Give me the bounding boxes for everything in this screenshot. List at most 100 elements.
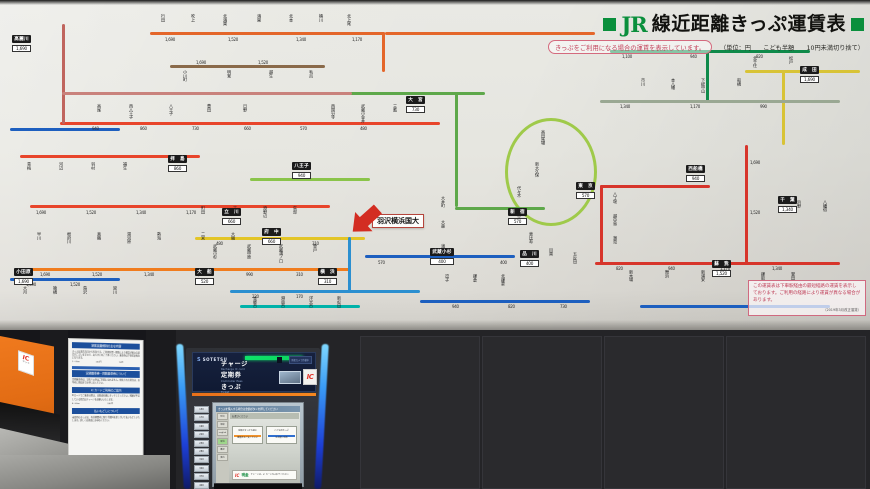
line-narita-south bbox=[782, 70, 786, 145]
fare-key[interactable]: 280 bbox=[194, 447, 209, 455]
caution-line-1: この運賃表は下車駅経由の最短経路の運賃を表示し bbox=[753, 284, 857, 290]
station-label: 洋光台 bbox=[309, 296, 314, 308]
fare-value: 1,170 bbox=[690, 104, 700, 109]
fare-value: 480 bbox=[360, 126, 367, 131]
sidebar-button-guide[interactable]: 案内 bbox=[217, 453, 228, 461]
security-camera-notice: 防犯カメラ作動中 bbox=[288, 356, 312, 364]
major-station-12: 成 田 1,690 bbox=[800, 56, 820, 84]
poster-heading: 定期乗車券・回数乗車券について bbox=[71, 370, 140, 378]
menu-item-ticket[interactable]: きっぷ Ticket bbox=[221, 384, 248, 395]
major-station-name: 東 京 bbox=[576, 182, 596, 190]
station-label: 武蔵小金井 bbox=[361, 104, 366, 123]
station-label: 高田馬場 bbox=[541, 130, 546, 145]
fare-value: 940 bbox=[690, 54, 697, 59]
major-station-name: 西船橋 bbox=[686, 165, 706, 173]
station-label: 武蔵小杉 bbox=[213, 244, 218, 259]
fare-key[interactable]: 370 bbox=[194, 473, 209, 481]
station-label: 北鴻巣 bbox=[223, 14, 228, 26]
sidebar-button-confirm[interactable]: 確認 bbox=[217, 445, 228, 453]
major-station-fare: 1,520 bbox=[712, 269, 732, 278]
button-underline-orange bbox=[234, 434, 261, 437]
fare-value: 940 bbox=[668, 266, 675, 271]
sotetsu-wordmark: SOTETSU bbox=[202, 357, 228, 362]
fare-key[interactable]: 170 bbox=[194, 414, 209, 422]
major-station-name: 武蔵小杉 bbox=[430, 248, 454, 256]
station-label: 鎌倉 bbox=[473, 274, 478, 282]
fare-key[interactable]: 220 bbox=[194, 431, 209, 439]
fare-value: 1,170 bbox=[186, 210, 196, 215]
fare-key[interactable]: 250 bbox=[194, 439, 209, 447]
station-label: 日野 bbox=[243, 104, 248, 112]
major-station-fare: 1,340 bbox=[778, 205, 798, 214]
station-label: 湯河原 bbox=[127, 232, 132, 244]
machine-photo-thumbnail bbox=[279, 371, 301, 384]
fare-key[interactable]: 400 bbox=[194, 481, 209, 489]
line-shonan-shinjuku bbox=[455, 207, 545, 211]
station-label: 河辺 bbox=[59, 162, 64, 170]
poster-rule bbox=[71, 366, 140, 370]
station-label: 舞浜 bbox=[665, 270, 670, 278]
station-label: 潮見 bbox=[613, 236, 618, 244]
major-station-1: 八王子 940 bbox=[292, 152, 312, 180]
station-label: 蒲田 bbox=[440, 244, 446, 251]
machine-menu-list: チャージ Recharge IC card 定期券 Commuter Pass … bbox=[221, 361, 248, 396]
station-label: 鎌取 bbox=[761, 272, 766, 280]
station-label: 北鎌倉 bbox=[501, 274, 506, 286]
major-station-5: 品 川 400 bbox=[520, 240, 540, 268]
major-station-0: 高麗川 1,690 bbox=[12, 25, 32, 53]
line-musashino bbox=[270, 92, 485, 96]
screen-button-amount[interactable]: 金額ボタンから選ぶ 運賃表をご覧ください bbox=[232, 426, 263, 444]
screen-button-row: 金額ボタンから選ぶ 運賃表をご覧ください こども用きっぷ をお買い求め bbox=[230, 426, 299, 444]
fare-value: 660 bbox=[244, 126, 251, 131]
station-label: 新大久保 bbox=[535, 162, 540, 177]
line-negishi bbox=[240, 305, 360, 309]
line-ome bbox=[20, 155, 200, 159]
ticket-vending-machine[interactable]: S SOTETSU 防犯カメラ作動中 チャージ Recharge IC card… bbox=[172, 334, 334, 489]
station-label: 根府川 bbox=[67, 232, 72, 244]
fare-key[interactable]: 310 bbox=[194, 456, 209, 464]
poster-heading: 旅客営業規則の主な内容 bbox=[71, 342, 140, 351]
station-label: 港南台 bbox=[281, 296, 286, 308]
fare-value: 1,340 bbox=[620, 104, 630, 109]
line-tokaido bbox=[18, 268, 348, 272]
station-label: 高尾 bbox=[97, 104, 102, 112]
fare-value: 1,520 bbox=[92, 272, 102, 277]
sidebar-button-receipt[interactable]: 領収 bbox=[217, 421, 228, 429]
line-chuo-lower bbox=[30, 205, 330, 209]
ic-icon: IC bbox=[235, 472, 240, 478]
station-label: 豊田 bbox=[207, 104, 212, 112]
line-saikyo bbox=[455, 92, 459, 207]
fare-key[interactable]: 190 bbox=[194, 422, 209, 430]
menu-item-commuter-pass[interactable]: 定期券 Commuter Pass bbox=[221, 373, 248, 383]
station-label: 青梅 bbox=[27, 162, 32, 170]
line-hachiko-south bbox=[62, 92, 352, 96]
sidebar-button-call[interactable]: 呼出 bbox=[217, 413, 228, 420]
menu-item-recharge[interactable]: チャージ Recharge IC card bbox=[221, 361, 248, 372]
sidebar-button-english[interactable]: english bbox=[217, 429, 228, 437]
station-label: 大井町 bbox=[441, 196, 446, 208]
ic-touch-sticker: IC タッチ bbox=[18, 350, 34, 376]
touchscreen[interactable]: きっぷを購入する場合は金額ボタンを押してください 呼出 領収 english 取… bbox=[216, 406, 300, 483]
major-station-fare: 1,690 bbox=[12, 44, 32, 53]
sidebar-button-cancel[interactable]: 取消 bbox=[217, 437, 228, 445]
screen-sidebar[interactable]: 呼出 領収 english 取消 確認 案内 bbox=[216, 412, 229, 483]
screen-footer-bar: IC 現金 チャージは、IC カードを入れてください bbox=[232, 470, 297, 480]
fare-value: 1,520 bbox=[750, 210, 760, 215]
fare-key[interactable]: 150 bbox=[194, 406, 209, 413]
poster-col-1: 1〜3km bbox=[71, 361, 80, 364]
station-label: 北本 bbox=[289, 14, 294, 22]
screen-button-child[interactable]: こども用きっぷ をお買い求め bbox=[266, 426, 297, 444]
line-keiyo-branch bbox=[600, 185, 710, 189]
line-tokaido-yokohama bbox=[185, 268, 350, 272]
fare-value: 1,690 bbox=[40, 272, 50, 277]
major-station-fare: 310 bbox=[318, 277, 338, 286]
screen-footer-text: チャージは、IC カードを入れてください bbox=[250, 473, 289, 476]
fare-keypad[interactable]: 150 170 190 220 250 280 310 340 370 400 bbox=[194, 406, 209, 489]
yamanote-loop-line bbox=[505, 118, 597, 226]
poster-body: 未使用のきっぷは、有効期間内に限り手数料を差し引いて払いもどしいたします。詳しく… bbox=[71, 415, 140, 422]
major-station-6: 横 浜 310 bbox=[318, 258, 338, 286]
unit-note: （単位：円 こども半額 10円未満切り捨て） bbox=[720, 44, 864, 52]
fare-value: 940 bbox=[92, 126, 99, 131]
machine-orange-accent bbox=[192, 393, 316, 396]
fare-key[interactable]: 340 bbox=[194, 464, 209, 472]
